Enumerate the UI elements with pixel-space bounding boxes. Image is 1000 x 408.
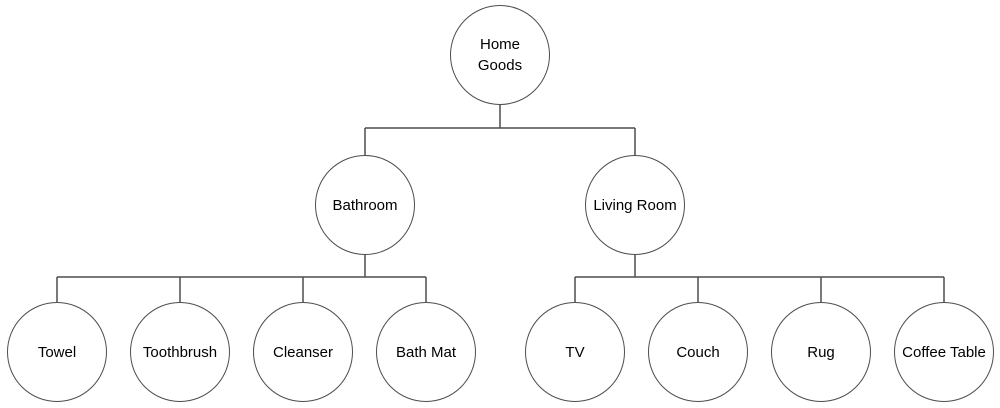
node-bathroom: Bathroom xyxy=(315,155,415,255)
node-label: Bathroom xyxy=(332,196,398,214)
connector-path xyxy=(56,105,945,302)
node-label: Cleanser xyxy=(272,343,334,361)
node-label: Home Goods xyxy=(477,36,523,74)
node-tv: TV xyxy=(525,302,625,402)
node-rug: Rug xyxy=(771,302,871,402)
node-label: Couch xyxy=(676,343,720,361)
node-label: TV xyxy=(565,343,585,361)
node-label: Coffee Table xyxy=(902,343,986,361)
node-home-goods: Home Goods xyxy=(450,5,550,105)
node-cleanser: Cleanser xyxy=(253,302,353,402)
node-label: Toothbrush xyxy=(142,343,218,361)
node-toothbrush: Toothbrush xyxy=(130,302,230,402)
node-coffee-table: Coffee Table xyxy=(894,302,994,402)
node-towel: Towel xyxy=(7,302,107,402)
node-couch: Couch xyxy=(648,302,748,402)
node-label: Rug xyxy=(807,343,835,361)
node-label: Towel xyxy=(37,343,77,361)
node-label: Living Room xyxy=(593,196,677,214)
node-living-room: Living Room xyxy=(585,155,685,255)
node-label: Bath Mat xyxy=(395,343,457,361)
node-bath-mat: Bath Mat xyxy=(376,302,476,402)
